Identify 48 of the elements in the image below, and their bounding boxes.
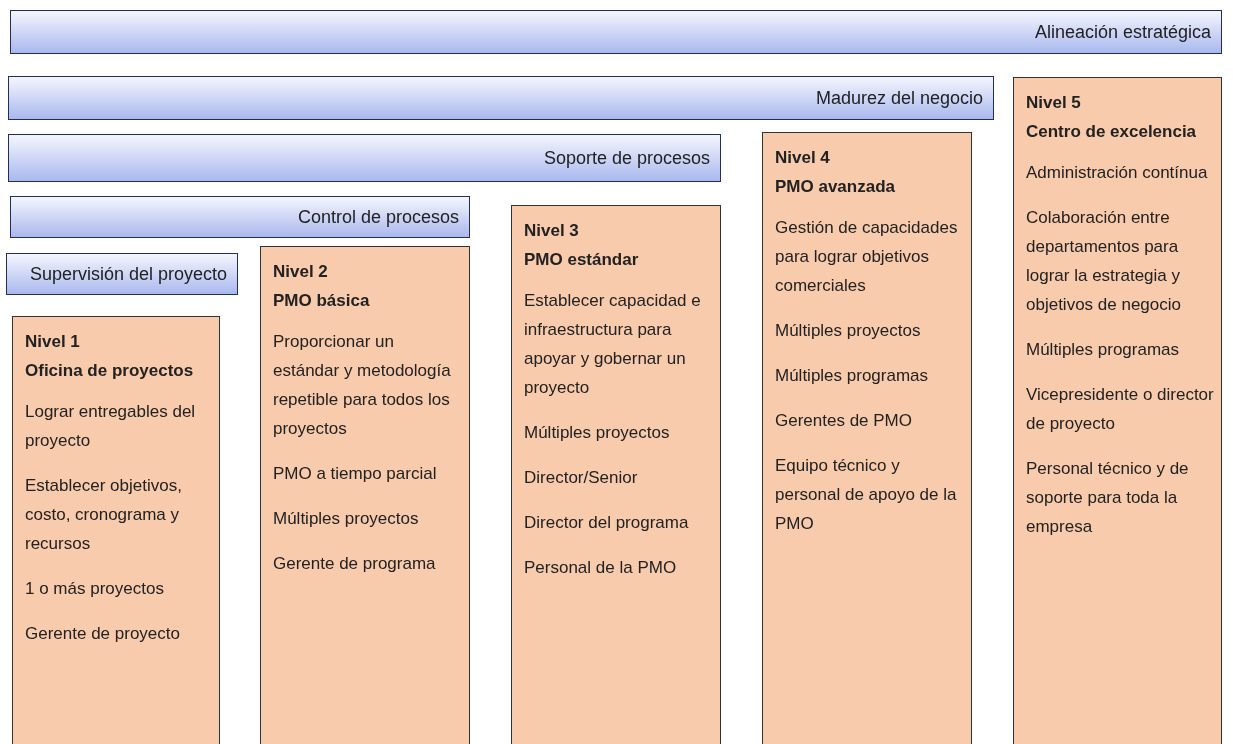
description-text: Administración contínua <box>1026 162 1209 184</box>
level-band <box>8 76 994 120</box>
level-band <box>6 253 238 295</box>
band-label: Supervisión del proyecto <box>29 263 227 285</box>
band-label: Madurez del negocio <box>815 87 983 109</box>
band-label: Soporte de procesos <box>543 147 710 169</box>
description-text: Vicepresidente o director de proyecto <box>1026 384 1215 435</box>
description-text: Establecer objetivos, costo, cronograma y recursos <box>25 475 183 555</box>
description-text: Establecer capacidad e infraestructura para apoyar y gobernar un proyecto <box>524 290 702 399</box>
description-text: Personal técnico y de soporte para toda la empresa <box>1026 458 1190 538</box>
description-text: PMO a tiempo parcial <box>273 463 438 485</box>
description-text: Gestión de capacidades para lograr objetivos comerciales <box>775 217 959 297</box>
level-heading: Nivel 1 <box>25 331 81 353</box>
level-heading: Oficina de proyectos <box>25 360 195 382</box>
description-text: Gerente de programa <box>273 553 437 575</box>
description-text: 1 o más proyectos <box>25 578 165 600</box>
description-text: Equipo técnico y personal de apoyo de la PMO <box>775 455 958 535</box>
level-band <box>8 134 721 182</box>
level-heading: Nivel 3 <box>524 220 580 242</box>
description-text: Director del programa <box>524 512 690 534</box>
description-text: Gerentes de PMO <box>775 410 913 432</box>
level-band <box>10 10 1222 54</box>
level-heading: Nivel 4 <box>775 147 831 169</box>
level-heading: PMO básica <box>273 290 371 312</box>
level-heading: PMO estándar <box>524 249 640 271</box>
band-label: Alineación estratégica <box>1034 21 1211 43</box>
description-text: Director/Senior <box>524 467 639 489</box>
level-column <box>762 132 972 744</box>
band-label: Control de procesos <box>297 206 459 228</box>
level-heading: Centro de excelencia <box>1026 121 1198 143</box>
level-column <box>12 316 220 744</box>
description-text: Múltiples proyectos <box>273 508 420 530</box>
level-heading: Nivel 5 <box>1026 92 1082 114</box>
level-column <box>1013 77 1222 744</box>
level-column <box>511 205 721 744</box>
description-text: Personal de la PMO <box>524 557 678 579</box>
level-heading: Nivel 2 <box>273 261 329 283</box>
description-text: Múltiples proyectos <box>524 422 671 444</box>
level-band <box>10 196 470 238</box>
description-text: Múltiples proyectos <box>775 320 922 342</box>
description-text: Múltiples programas <box>775 365 930 387</box>
level-heading: PMO avanzada <box>775 176 896 198</box>
description-text: Colaboración entre departamentos para lograr la estrategia y objetivos de negocio <box>1026 207 1182 316</box>
description-text: Múltiples programas <box>1026 339 1181 361</box>
description-text: Proporcionar un estándar y metodología repetible para todos los proyectos <box>273 331 452 440</box>
level-column <box>260 246 470 744</box>
description-text: Lograr entregables del proyecto <box>25 401 197 452</box>
description-text: Gerente de proyecto <box>25 623 181 645</box>
